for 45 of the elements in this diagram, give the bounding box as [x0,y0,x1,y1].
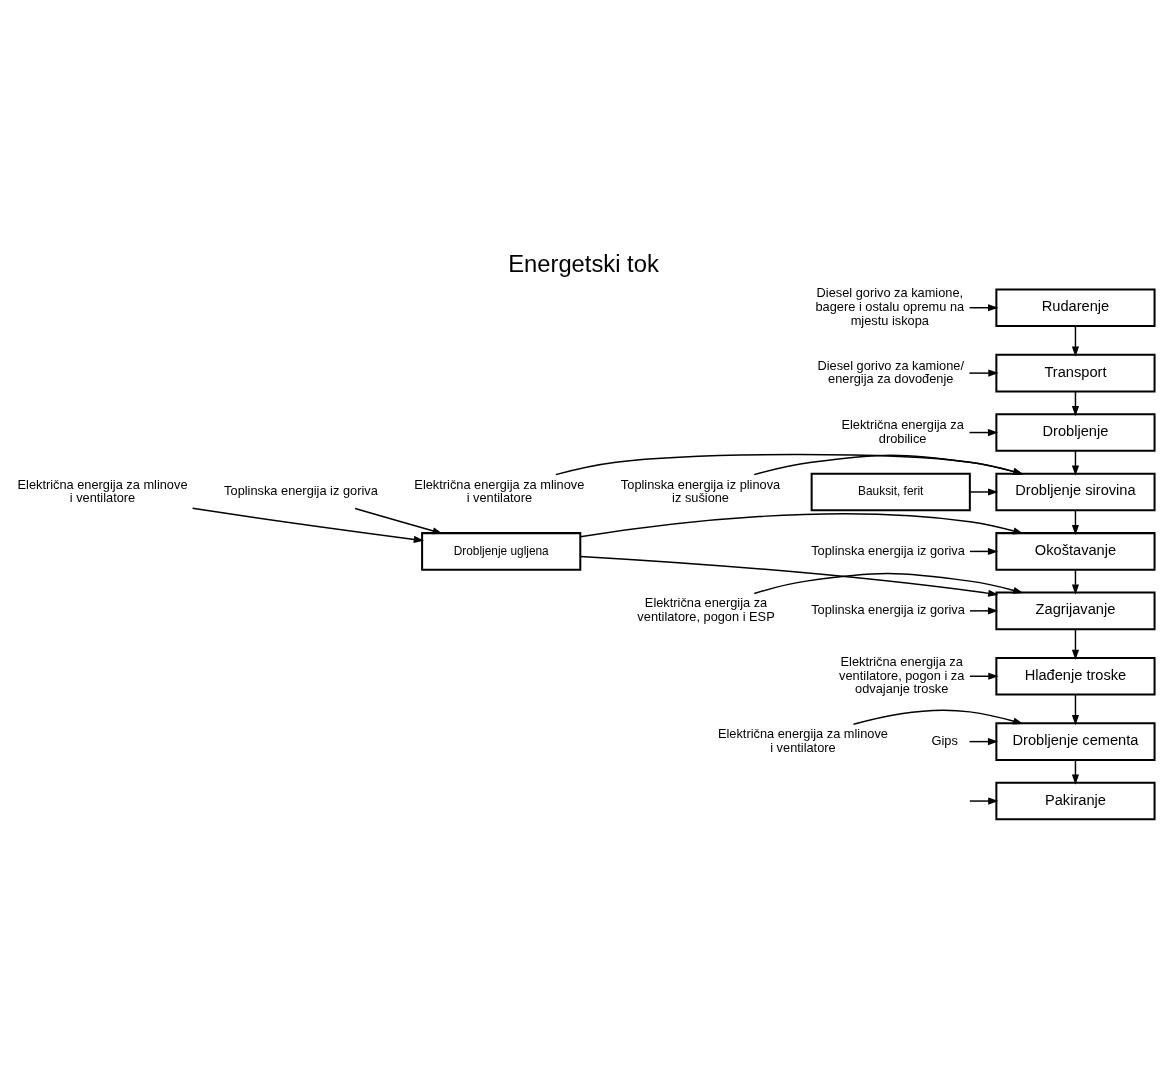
arrow [969,547,999,555]
node-text: Toplinska energija iz goriva [811,542,965,558]
arrow [968,303,999,311]
node-text: Električna energija za mlinove i ventilatore [717,725,888,755]
node-box: Rudarenje [995,287,1156,327]
node-text: Električna energija za mlinove i ventilatore [17,476,188,505]
node-text: Toplinska energija iz goriva [811,601,965,617]
arrow [969,672,999,680]
node-box: Drobljenje [995,412,1156,452]
arrow [1071,628,1080,660]
arrow [579,555,999,597]
arrow [579,512,1024,538]
node-box: Zagrijavanje [995,591,1156,630]
arrow [968,428,999,436]
node-text: Diesel gorivo za kamione/ energija za dovođenje [817,357,965,386]
arrow [969,487,999,496]
node-box: Drobljenje sirovina [995,472,1156,511]
node-box: Drobljenje cementa [995,721,1156,761]
arrow [968,737,999,745]
node-text: Električna energija za ventilatore, pogon i ESP [637,594,775,624]
arrow [969,606,999,614]
arrow [852,709,1024,725]
arrow [969,796,999,805]
arrow [1071,325,1080,357]
node-text: Toplinska energija iz goriva [224,482,378,498]
arrow [753,454,1024,475]
node-box: Transport [995,353,1156,392]
node-box: Okoštavanje [995,531,1156,571]
node-text: Toplinska energija iz plinova iz sušione [620,476,781,505]
arrow [555,453,1024,475]
arrow [1071,693,1080,725]
arrow [753,572,1024,594]
node-text: Električna energija za drobilice [841,416,964,446]
node-text: Električna energija za mlinove i ventilatore [414,476,585,505]
diagram-title: Energetski tok [508,249,659,277]
node-box: Drobljenje ugljena [421,531,582,571]
arrow [191,507,424,543]
node-box: Bauksit, ferit [810,472,971,511]
node-text: Gips [931,732,958,748]
arrow [354,507,443,534]
node-text: Električna energija za ventilatore, pogon i za odvajanje troske [839,653,965,696]
arrow [968,369,999,377]
node-box: Pakiranje [995,781,1156,820]
node-box: Hlađenje troske [995,656,1156,696]
node-text: Diesel gorivo za kamione, bagere i ostalu opremu na mjestu iskopa [815,284,965,328]
